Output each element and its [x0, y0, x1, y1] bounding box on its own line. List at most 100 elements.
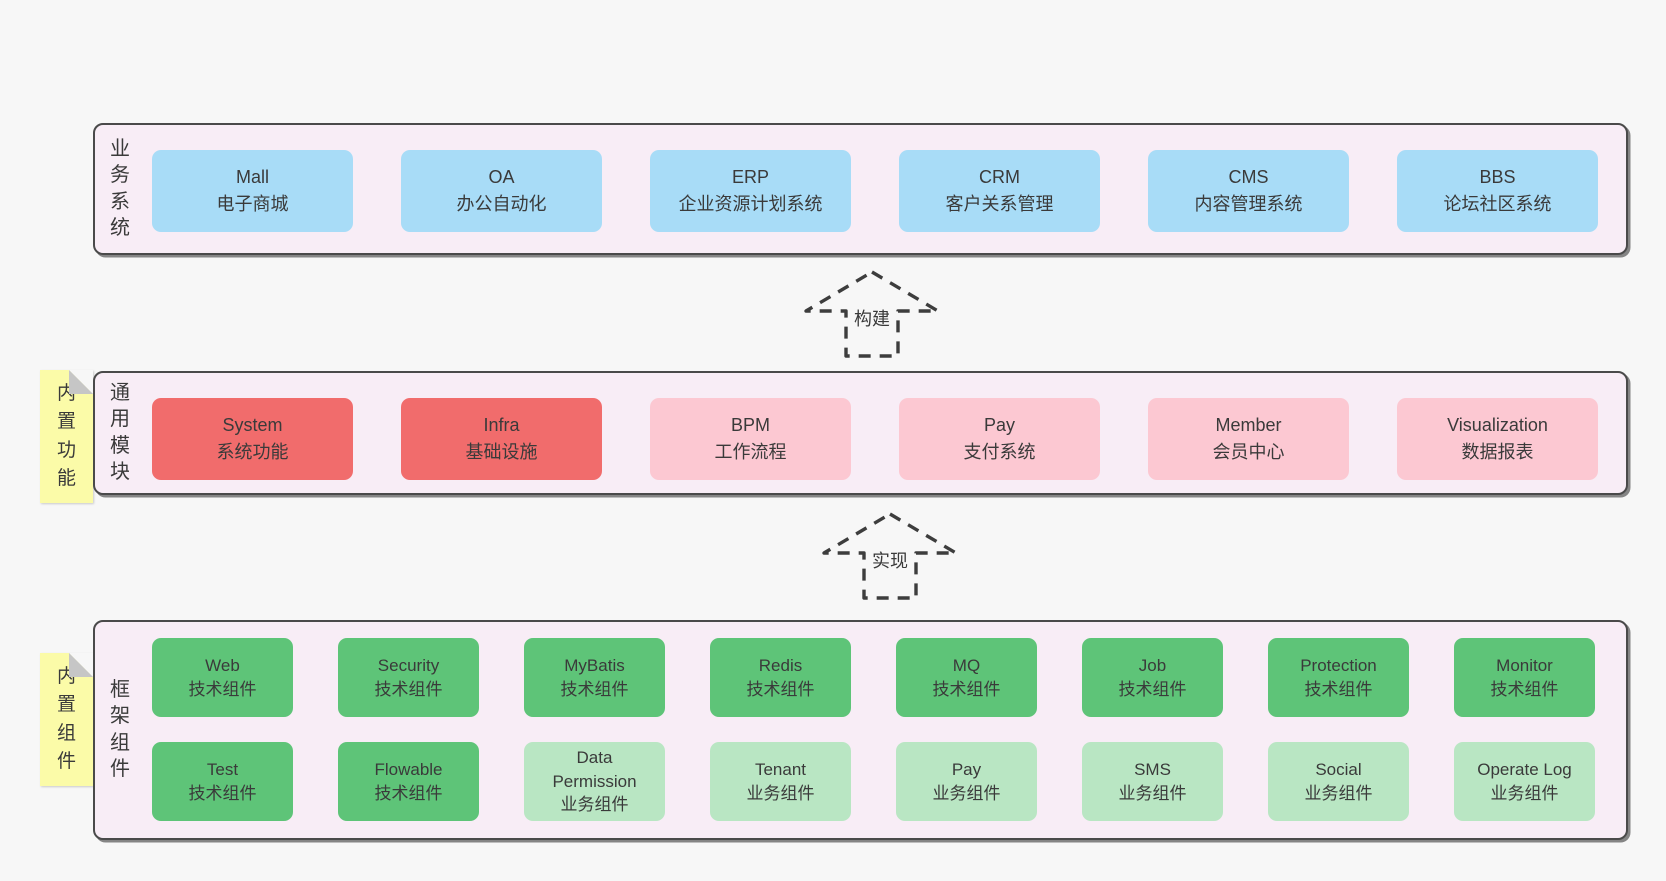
box-pay: Pay 支付系统: [899, 398, 1100, 480]
note-text: 内置功能: [56, 382, 76, 490]
business-box-row: Mall 电子商城 OA 办公自动化 ERP 企业资源计划系统 CRM 客户关系…: [152, 150, 1598, 232]
box-subtitle: 技术组件: [1304, 679, 1373, 699]
box-flowable: Flowable 技术组件: [338, 742, 479, 821]
box-subtitle: 技术组件: [1118, 679, 1187, 699]
box-title: CRM: [979, 167, 1020, 188]
box-security: Security 技术组件: [338, 638, 479, 717]
box-subtitle: 电子商城: [216, 194, 289, 214]
panel-label: 框架组件: [110, 679, 130, 781]
box-title: Member: [1215, 415, 1282, 436]
box-title: Pay: [951, 760, 982, 780]
box-title: Flowable: [374, 760, 443, 780]
box-subtitle: 业务组件: [1490, 783, 1559, 803]
box-subtitle: 论坛社区系统: [1443, 194, 1552, 214]
arrow-build: 构建: [802, 268, 942, 360]
box-oa: OA 办公自动化: [401, 150, 602, 232]
box-title: Protection: [1300, 656, 1377, 676]
box-title: Data Permission: [552, 748, 637, 791]
box-title: Social: [1315, 760, 1362, 780]
box-sms: SMS 业务组件: [1082, 742, 1223, 821]
box-title: MQ: [952, 656, 981, 676]
box-title: Redis: [758, 656, 803, 676]
box-visualization: Visualization 数据报表: [1397, 398, 1598, 480]
box-subtitle: 技术组件: [188, 783, 257, 803]
arrow-implement: 实现: [820, 510, 960, 602]
box-bbs: BBS 论坛社区系统: [1397, 150, 1598, 232]
box-title: Monitor: [1496, 656, 1553, 676]
box-subtitle: 支付系统: [963, 442, 1036, 462]
box-subtitle: 技术组件: [746, 679, 815, 699]
components-row-1: Web 技术组件 Security 技术组件 MyBatis 技术组件 Redi…: [152, 638, 1595, 717]
arrow-label: 实现: [869, 547, 911, 573]
box-subtitle: 数据报表: [1461, 442, 1534, 462]
box-title: MyBatis: [564, 656, 625, 676]
folded-corner-icon: [69, 370, 93, 394]
box-title: Job: [1138, 656, 1167, 676]
box-title: BPM: [730, 415, 770, 436]
components-row-2: Test 技术组件 Flowable 技术组件 Data Permission …: [152, 742, 1595, 821]
box-tenant: Tenant 业务组件: [710, 742, 851, 821]
box-subtitle: 业务组件: [560, 795, 629, 815]
box-title: CMS: [1228, 167, 1269, 188]
box-subtitle: 客户关系管理: [945, 194, 1054, 214]
box-subtitle: 企业资源计划系统: [678, 194, 823, 214]
note-text: 内置组件: [56, 665, 76, 773]
box-title: SMS: [1134, 760, 1171, 780]
box-title: System: [222, 415, 283, 436]
box-subtitle: 会员中心: [1212, 442, 1285, 462]
box-subtitle: 技术组件: [374, 679, 443, 699]
box-pay-component: Pay 业务组件: [896, 742, 1037, 821]
box-title: ERP: [731, 167, 769, 188]
panel-business-systems: 业务系统 Mall 电子商城 OA 办公自动化 ERP 企业资源计划系统 CRM…: [93, 123, 1628, 255]
box-protection: Protection 技术组件: [1268, 638, 1409, 717]
box-crm: CRM 客户关系管理: [899, 150, 1100, 232]
box-test: Test 技术组件: [152, 742, 293, 821]
modules-box-row: System 系统功能 Infra 基础设施 BPM 工作流程 Pay 支付系统…: [152, 398, 1598, 480]
arrow-label: 构建: [851, 305, 893, 331]
panel-common-modules: 通用模块 System 系统功能 Infra 基础设施 BPM 工作流程 Pay…: [93, 371, 1628, 495]
box-title: Operate Log: [1477, 760, 1572, 780]
box-operate-log: Operate Log 业务组件: [1454, 742, 1595, 821]
box-subtitle: 技术组件: [932, 679, 1001, 699]
box-social: Social 业务组件: [1268, 742, 1409, 821]
box-subtitle: 技术组件: [560, 679, 629, 699]
box-subtitle: 内容管理系统: [1194, 194, 1303, 214]
box-subtitle: 技术组件: [1490, 679, 1559, 699]
box-mybatis: MyBatis 技术组件: [524, 638, 665, 717]
box-mall: Mall 电子商城: [152, 150, 353, 232]
box-data-permission: Data Permission 业务组件: [524, 742, 665, 821]
box-title: Pay: [983, 415, 1016, 436]
box-system: System 系统功能: [152, 398, 353, 480]
box-subtitle: 技术组件: [374, 783, 443, 803]
panel-label: 通用模块: [110, 382, 130, 484]
box-erp: ERP 企业资源计划系统: [650, 150, 851, 232]
box-infra: Infra 基础设施: [401, 398, 602, 480]
box-title: OA: [488, 167, 515, 188]
box-title: Infra: [483, 415, 520, 436]
box-job: Job 技术组件: [1082, 638, 1223, 717]
box-member: Member 会员中心: [1148, 398, 1349, 480]
box-subtitle: 办公自动化: [456, 194, 547, 214]
sticky-note-builtin-components: 内置组件: [40, 653, 93, 786]
box-web: Web 技术组件: [152, 638, 293, 717]
box-cms: CMS 内容管理系统: [1148, 150, 1349, 232]
box-redis: Redis 技术组件: [710, 638, 851, 717]
box-subtitle: 基础设施: [465, 442, 538, 462]
box-title: Security: [377, 656, 440, 676]
box-subtitle: 业务组件: [932, 783, 1001, 803]
box-subtitle: 系统功能: [216, 442, 289, 462]
box-subtitle: 业务组件: [1118, 783, 1187, 803]
panel-label: 业务系统: [110, 138, 130, 240]
box-subtitle: 业务组件: [746, 783, 815, 803]
box-title: Web: [205, 656, 240, 676]
box-subtitle: 工作流程: [714, 442, 787, 462]
box-title: Tenant: [754, 760, 807, 780]
panel-framework-components: 框架组件 Web 技术组件 Security 技术组件 MyBatis 技术组件…: [93, 620, 1628, 840]
box-mq: MQ 技术组件: [896, 638, 1037, 717]
box-bpm: BPM 工作流程: [650, 398, 851, 480]
box-monitor: Monitor 技术组件: [1454, 638, 1595, 717]
box-subtitle: 业务组件: [1304, 783, 1373, 803]
box-title: BBS: [1479, 167, 1516, 188]
box-title: Test: [206, 760, 239, 780]
